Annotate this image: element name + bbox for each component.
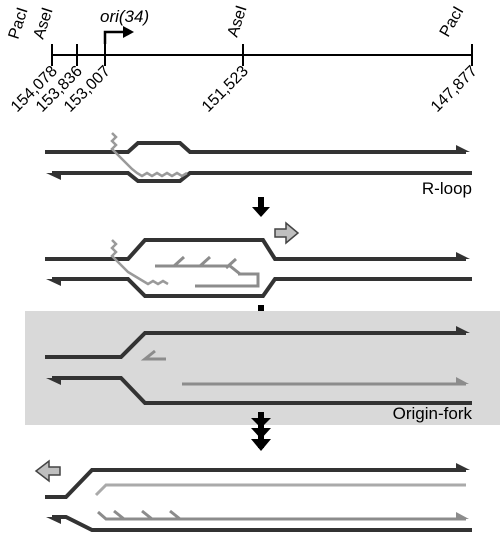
nascent-strand	[94, 483, 466, 497]
nascent-strand	[97, 510, 466, 521]
rna-transcript	[110, 239, 169, 286]
parental-bottom-strand	[52, 376, 472, 405]
okazaki-fragment	[198, 255, 212, 268]
origin-label: ori(34)	[100, 7, 149, 26]
origin-arrow-head-icon	[123, 26, 134, 38]
stage-origin-fork: Origin-fork	[45, 326, 472, 423]
origin-fork-highlight	[25, 311, 500, 425]
okazaki-fragment	[224, 257, 238, 270]
triple-step-arrow-icon	[251, 412, 271, 451]
okazaki-fragment	[172, 255, 186, 268]
origin-arrow-icon	[103, 30, 123, 44]
nascent-leading-strand	[155, 264, 260, 288]
rna-transcript	[110, 132, 188, 178]
strand-arrowhead-icon	[456, 512, 469, 519]
coordinate-label: 147,877	[428, 63, 481, 116]
okazaki-fragment	[169, 509, 181, 521]
parental-top-strand	[45, 331, 466, 359]
open-arrow-left-icon	[34, 459, 61, 483]
restriction-map: PacI AseI AseI PacI ori(34) 154,078 153,…	[6, 4, 481, 116]
nascent-strand	[140, 349, 166, 361]
strand-arrowhead-icon	[456, 252, 470, 259]
parental-bottom-strand	[52, 171, 472, 183]
stage-primed	[45, 221, 472, 298]
step-arrow-icon	[252, 197, 270, 217]
stage-label: Origin-fork	[393, 404, 473, 423]
parental-top-strand	[45, 141, 466, 154]
strand-arrowhead-icon	[456, 145, 470, 152]
stage-label: R-loop	[422, 179, 472, 198]
site-label-asei-right: AseI	[225, 4, 251, 40]
stage-r-loop: R-loop	[45, 132, 472, 198]
okazaki-fragment	[141, 509, 153, 521]
strand-arrowhead-icon	[456, 463, 470, 470]
parental-top-strand	[45, 468, 466, 499]
stage-bidirectional	[34, 459, 472, 532]
strand-arrowhead-icon	[46, 279, 61, 286]
parental-top-strand	[45, 238, 466, 261]
strand-arrowhead-icon	[46, 173, 61, 180]
site-label-paci-left: PacI	[6, 6, 32, 42]
parental-bottom-strand	[52, 277, 472, 298]
strand-arrowhead-icon	[46, 378, 61, 385]
strand-arrowhead-icon	[46, 517, 61, 524]
open-arrow-right-icon	[274, 221, 300, 245]
okazaki-fragment	[113, 509, 125, 521]
site-label-asei-left: AseI	[31, 6, 57, 42]
site-label-paci-right: PacI	[437, 4, 468, 40]
coordinate-label: 151,523	[199, 63, 252, 116]
strand-arrowhead-icon	[456, 326, 470, 333]
strand-arrowhead-icon	[456, 377, 469, 384]
